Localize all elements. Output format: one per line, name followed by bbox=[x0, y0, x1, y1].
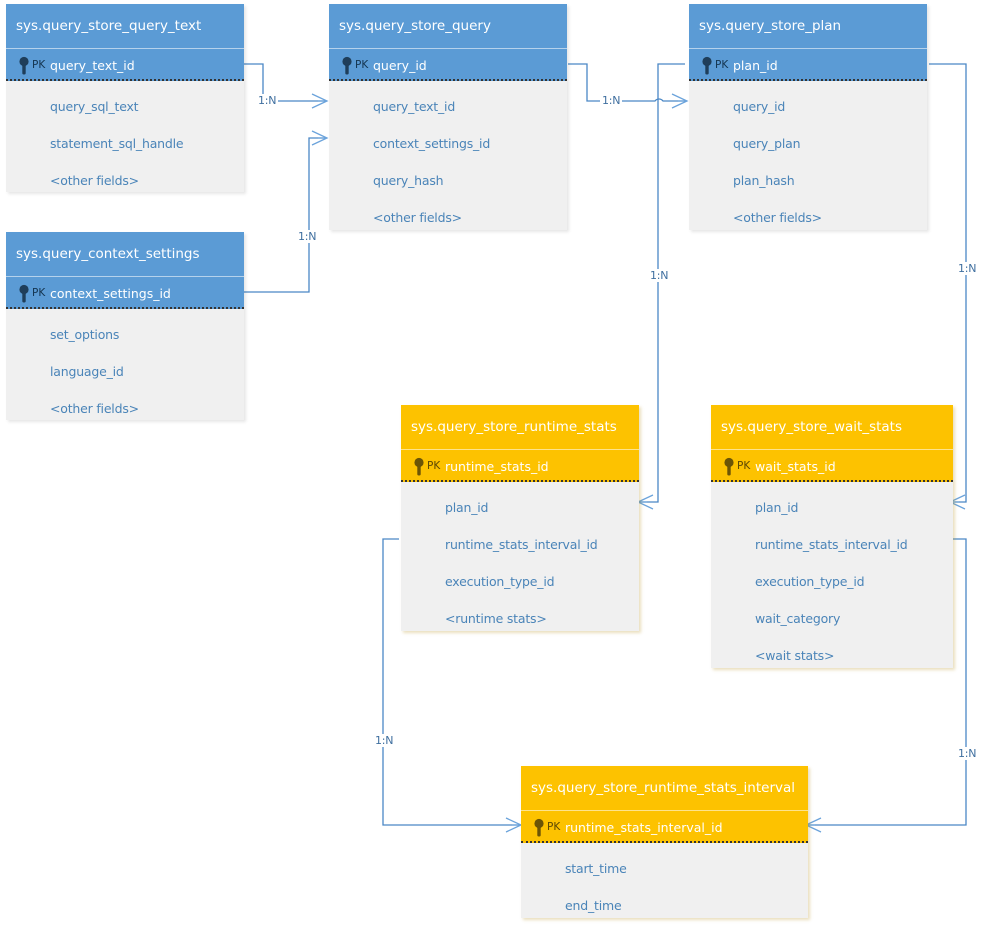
entity-field: <other fields> bbox=[373, 210, 462, 225]
entity-field: <other fields> bbox=[50, 401, 139, 416]
entity-primary-key-row[interactable]: PK wait_stats_id bbox=[711, 449, 953, 482]
relationship-context-settings-to-query bbox=[244, 130, 329, 293]
entity-field: plan_id bbox=[445, 500, 489, 515]
entity-primary-key-row[interactable]: PK query_id bbox=[329, 48, 567, 81]
entity-query-store-query-text[interactable]: sys.query_store_query_text PK query_text… bbox=[6, 4, 244, 192]
entity-query-store-wait-stats[interactable]: sys.query_store_wait_stats PK wait_stats… bbox=[711, 405, 953, 668]
cardinality-label-interval-wait-stats: 1:N bbox=[956, 747, 979, 760]
cardinality-label-plan-runtime-stats: 1:N bbox=[648, 269, 671, 282]
entity-field: language_id bbox=[50, 364, 124, 379]
pk-abbreviation: PK bbox=[32, 287, 46, 300]
entity-field-list: plan_id runtime_stats_interval_id execut… bbox=[401, 482, 639, 647]
entity-title: sys.query_store_runtime_stats_interval bbox=[521, 766, 808, 810]
pk-field-name: runtime_stats_id bbox=[445, 459, 549, 474]
entity-query-store-runtime-stats[interactable]: sys.query_store_runtime_stats PK runtime… bbox=[401, 405, 639, 631]
entity-field: runtime_stats_interval_id bbox=[755, 537, 908, 552]
pk-field-name: wait_stats_id bbox=[755, 459, 836, 474]
entity-primary-key-row[interactable]: PK runtime_stats_interval_id bbox=[521, 810, 808, 843]
entity-field-list: set_options language_id <other fields> bbox=[6, 309, 244, 437]
relationship-plan-to-runtime-stats bbox=[636, 63, 685, 510]
pk-indicator: PK bbox=[533, 811, 560, 844]
pk-indicator: PK bbox=[18, 277, 45, 310]
pk-field-name: context_settings_id bbox=[50, 286, 171, 301]
entity-field: plan_id bbox=[755, 500, 799, 515]
pk-field-name: plan_id bbox=[733, 58, 778, 73]
key-icon bbox=[19, 56, 29, 74]
entity-title: sys.query_store_query_text bbox=[6, 4, 244, 48]
entity-field-list: start_time end_time bbox=[521, 843, 808, 933]
entity-field: plan_hash bbox=[733, 173, 795, 188]
pk-abbreviation: PK bbox=[355, 59, 369, 72]
entity-field: runtime_stats_interval_id bbox=[445, 537, 598, 552]
entity-title: sys.query_store_runtime_stats bbox=[401, 405, 639, 449]
pk-field-name: query_id bbox=[373, 58, 427, 73]
pk-abbreviation: PK bbox=[547, 821, 561, 834]
entity-field: <other fields> bbox=[50, 173, 139, 188]
key-icon bbox=[19, 284, 29, 302]
cardinality-label-interval-runtime-stats: 1:N bbox=[373, 734, 396, 747]
pk-abbreviation: PK bbox=[737, 460, 751, 473]
cardinality-label-query-plan: 1:N bbox=[600, 94, 623, 107]
key-icon bbox=[534, 818, 544, 836]
entity-query-store-plan[interactable]: sys.query_store_plan PK plan_id query_id… bbox=[689, 4, 927, 230]
entity-field: query_plan bbox=[733, 136, 801, 151]
key-icon bbox=[702, 56, 712, 74]
entity-field: <runtime stats> bbox=[445, 611, 547, 626]
pk-abbreviation: PK bbox=[32, 59, 46, 72]
entity-title: sys.query_store_query bbox=[329, 4, 567, 48]
entity-field: set_options bbox=[50, 327, 120, 342]
entity-field: statement_sql_handle bbox=[50, 136, 184, 151]
cardinality-label-context-settings-query: 1:N bbox=[296, 230, 319, 243]
entity-field-list: plan_id runtime_stats_interval_id execut… bbox=[711, 482, 953, 684]
entity-field-list: query_text_id context_settings_id query_… bbox=[329, 81, 567, 246]
entity-field: start_time bbox=[565, 861, 627, 876]
pk-abbreviation: PK bbox=[427, 460, 441, 473]
entity-field: execution_type_id bbox=[445, 574, 555, 589]
entity-primary-key-row[interactable]: PK runtime_stats_id bbox=[401, 449, 639, 482]
entity-field-list: query_id query_plan plan_hash <other fie… bbox=[689, 81, 927, 246]
entity-field: context_settings_id bbox=[373, 136, 491, 151]
entity-title: sys.query_context_settings bbox=[6, 232, 244, 276]
cardinality-label-plan-wait-stats: 1:N bbox=[956, 262, 979, 275]
entity-query-store-query[interactable]: sys.query_store_query PK query_id query_… bbox=[329, 4, 567, 230]
pk-indicator: PK bbox=[413, 450, 440, 483]
entity-field: query_hash bbox=[373, 173, 444, 188]
entity-primary-key-row[interactable]: PK query_text_id bbox=[6, 48, 244, 81]
entity-field-list: query_sql_text statement_sql_handle <oth… bbox=[6, 81, 244, 209]
entity-field: end_time bbox=[565, 898, 622, 913]
pk-indicator: PK bbox=[341, 49, 368, 82]
pk-field-name: query_text_id bbox=[50, 58, 135, 73]
entity-field: execution_type_id bbox=[755, 574, 865, 589]
entity-field: query_text_id bbox=[373, 99, 456, 114]
pk-abbreviation: PK bbox=[715, 59, 729, 72]
entity-field: query_sql_text bbox=[50, 99, 139, 114]
pk-field-name: runtime_stats_interval_id bbox=[565, 820, 723, 835]
entity-field: <other fields> bbox=[733, 210, 822, 225]
entity-query-store-runtime-stats-interval[interactable]: sys.query_store_runtime_stats_interval P… bbox=[521, 766, 808, 918]
entity-field: wait_category bbox=[755, 611, 841, 626]
cardinality-label-query-text-query: 1:N bbox=[256, 94, 279, 107]
pk-indicator: PK bbox=[723, 450, 750, 483]
pk-indicator: PK bbox=[701, 49, 728, 82]
entity-field: <wait stats> bbox=[755, 648, 835, 663]
pk-indicator: PK bbox=[18, 49, 45, 82]
key-icon bbox=[414, 457, 424, 475]
entity-primary-key-row[interactable]: PK context_settings_id bbox=[6, 276, 244, 309]
entity-title: sys.query_store_wait_stats bbox=[711, 405, 953, 449]
key-icon bbox=[724, 457, 734, 475]
entity-primary-key-row[interactable]: PK plan_id bbox=[689, 48, 927, 81]
entity-title: sys.query_store_plan bbox=[689, 4, 927, 48]
entity-field: query_id bbox=[733, 99, 786, 114]
entity-query-context-settings[interactable]: sys.query_context_settings PK context_se… bbox=[6, 232, 244, 420]
key-icon bbox=[342, 56, 352, 74]
relationship-query-to-plan bbox=[568, 63, 689, 109]
